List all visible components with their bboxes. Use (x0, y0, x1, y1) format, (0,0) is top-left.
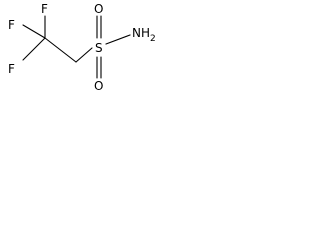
atom-f-top: F (41, 2, 48, 16)
bond-c1-c2 (44, 37, 77, 63)
atom-f-bottom: F (8, 62, 15, 76)
bond-c1-f-left (22, 24, 46, 39)
bond-c1-f-bottom (22, 37, 46, 61)
atom-amine-n: N (132, 26, 141, 40)
atom-sulfur: S (95, 41, 103, 55)
bond-s-n (105, 34, 131, 45)
bond-c2-s (75, 47, 93, 63)
atom-oxygen-top: O (94, 2, 103, 16)
atom-f-left: F (8, 18, 15, 32)
chemical-structure-diagram: F F F S O O N H 2 (8, 2, 156, 93)
atom-labels: F F F S O O N H 2 (8, 2, 156, 93)
atom-oxygen-bottom: O (94, 79, 103, 93)
bonds (22, 15, 131, 79)
atom-amine-h: H (141, 26, 150, 40)
atom-amine-h-count: 2 (150, 34, 156, 44)
